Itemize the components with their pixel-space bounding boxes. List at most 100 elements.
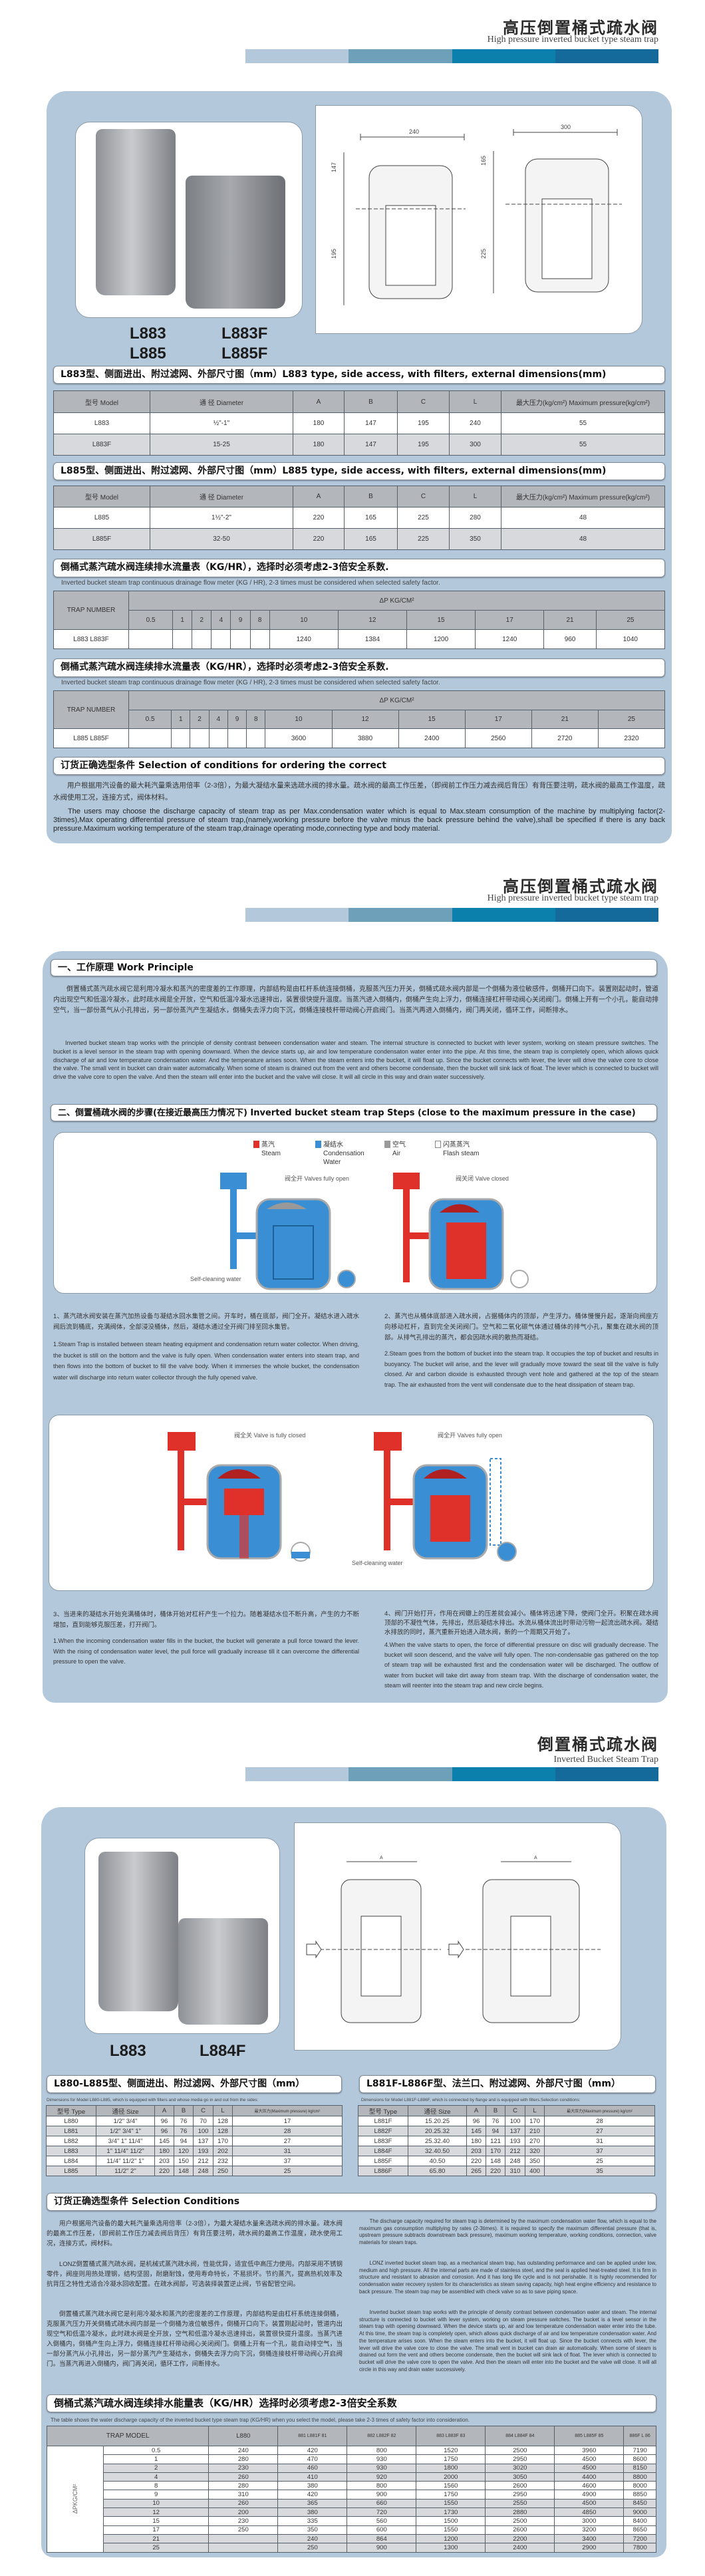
pressure-col: 25 xyxy=(595,610,666,630)
model-col: 881 L881F 81 xyxy=(277,2426,348,2446)
pressure-col: 1 xyxy=(172,610,193,630)
pressure-col: 21 xyxy=(531,710,599,729)
page3-photo-box xyxy=(84,1838,280,2034)
pressure-col: 8 xyxy=(246,710,266,729)
selection-zh-1: 用户根据用汽设备的最大耗汽量乘选用倍率（2-3倍），为最大凝结水量来选疏水阀的排… xyxy=(47,2220,343,2247)
model-label-l884f: L884F xyxy=(200,2042,246,2060)
svg-text:195: 195 xyxy=(331,249,337,259)
col-c: C xyxy=(505,2105,525,2116)
pressure-col: 9 xyxy=(230,610,251,630)
col-max-pressure: 最大压力(Maximum pressure) kg/cm² xyxy=(232,2105,343,2116)
col-type: 型号 Type xyxy=(358,2105,408,2116)
dp-header: ΔP KG/CM² xyxy=(128,591,665,611)
order-conditions-zh: 用户根据用汽设备的最大耗汽量乘选用倍率（2-3倍），为最大凝结水量来选疏水阀的排… xyxy=(53,782,665,801)
model-label-l883: L883 xyxy=(110,2042,146,2060)
work-principle-en: Inverted bucket steam trap works with th… xyxy=(53,1040,658,1081)
pressure-col: 21 xyxy=(543,610,597,630)
col-size: 通径 Size xyxy=(408,2105,467,2116)
flow-table-2-subtitle: Inverted bucket steam trap continuous dr… xyxy=(61,679,440,686)
page2-title-en: High pressure inverted bucket type steam… xyxy=(487,893,658,903)
right-dimension-table-desc: Dimensions for Model L881F-L886F, which … xyxy=(361,2098,581,2102)
selection-conditions-title: 订货正确选型条件 Selection Conditions xyxy=(47,2193,656,2211)
valve-photo-l883 xyxy=(96,129,176,295)
svg-text:225: 225 xyxy=(480,249,487,259)
model-label-l883f: L883F xyxy=(221,325,268,343)
selection-en-1: The discharge capacity required for stea… xyxy=(359,2218,656,2246)
pressure-col: 12 xyxy=(331,710,399,729)
left-dimension-table-title: L880-L885型、侧面进出、附过滤网、外部尺寸图（mm） xyxy=(47,2075,342,2093)
selection-zh-2: LONZ倒置桶式蒸汽疏水阀，是机械式蒸汽疏水阀，性能优异，适宜低中高压力使用。内… xyxy=(47,2261,343,2288)
model-col: 884 L884F 84 xyxy=(485,2426,555,2446)
col-a: A xyxy=(154,2105,174,2116)
pressure-col: 17 xyxy=(464,710,532,729)
step-4-zh: 4、阀门开始打开，作用在阀瓣上的压差就会减小。桶体将迅速下降，使阀门全开。积聚在… xyxy=(384,1610,658,1636)
svg-text:147: 147 xyxy=(331,162,337,172)
l883-dimension-table: 型号 Model 通 径 Diameter A B C L 最大压力(kg/cm… xyxy=(53,390,665,456)
diagram-3-label: 阀全关 Valve is fully closed xyxy=(234,1432,306,1439)
flash-steam-swatch-icon xyxy=(435,1141,441,1148)
selection-zh-3: 倒置桶式蒸汽疏水阀它是利用冷凝水和蒸汽的密度差的工作原理，内部结构是由杠杆系统连… xyxy=(47,2311,343,2368)
model-label-l885f: L885F xyxy=(221,345,268,362)
order-conditions-title: 订货正确选型条件 Selection of conditions for ord… xyxy=(53,757,665,775)
pressure-col: 2 xyxy=(190,710,210,729)
page3-title-zh: 倒置桶式疏水阀 xyxy=(537,1735,658,1754)
col-l: L xyxy=(449,486,501,507)
self-cleaning-label-2: Self-cleaning water xyxy=(352,1560,403,1566)
col-max-pressure: 最大压力(kg/cm²) Maximum pressure(kg/cm²) xyxy=(501,486,665,507)
dim-width-left: 240 xyxy=(409,128,419,135)
flow-table-2-title: 倒桶式蒸汽疏水阀连续排水流量表（KG/HR），选择时必须考虑2-3倍安全系数. xyxy=(53,658,665,677)
l885-dimension-table: 型号 Model 通 径 Diameter A B C L 最大压力(kg/cm… xyxy=(53,486,665,550)
dp-header: ΔP KG/CM² xyxy=(128,690,665,710)
pressure-col: 4 xyxy=(208,710,228,729)
steps-title: 二、倒置桶疏水阀的步骤(在接近最高压力情况下) Inverted bucket … xyxy=(51,1104,657,1121)
dim-a-right: A xyxy=(534,1856,537,1860)
pressure-col: 12 xyxy=(337,610,407,630)
technical-drawing-box: 240 300 147 195 165 225 xyxy=(315,105,642,334)
col-b: B xyxy=(486,2105,505,2116)
pressure-col: 2 xyxy=(192,610,212,630)
page1-color-bar xyxy=(245,49,658,63)
col-l: L xyxy=(213,2105,233,2116)
dim-a-left: A xyxy=(380,1856,383,1860)
col-c: C xyxy=(193,2105,213,2116)
pressure-col: 10 xyxy=(269,610,339,630)
water-swatch-icon xyxy=(315,1141,321,1148)
dim-width-right: 300 xyxy=(561,124,571,130)
trap-model-header: TRAP MODEL xyxy=(46,2426,210,2446)
left-dimension-table-desc: Dimensions for Model L880-L885, which is… xyxy=(47,2098,259,2102)
col-max-pressure: 最大压力(Maximum pressure) kg/cm² xyxy=(544,2105,655,2116)
selection-en-2: LONZ inverted bucket steam trap, as a me… xyxy=(359,2260,656,2295)
pressure-col: 0.5 xyxy=(128,610,174,630)
model-col: 885 L885F 85 xyxy=(554,2426,625,2446)
page3-title-en: Inverted Bucket Steam Trap xyxy=(553,1755,658,1765)
diagram-1-label: 阀全开 Valves fully open xyxy=(285,1175,349,1182)
page1-title-en: High pressure inverted bucket type steam… xyxy=(487,35,658,45)
l883-table-title: L883型、侧面进出、附过滤网、外部尺寸图（mm）L883 type, side… xyxy=(53,366,665,384)
step-4-en: 4.When the valve starts to open, the for… xyxy=(384,1642,658,1689)
right-dimension-table: 型号 Type 通径 Size A B C L 最大压力(Maximum pre… xyxy=(358,2105,655,2176)
pressure-col: 0.5 xyxy=(128,710,172,729)
